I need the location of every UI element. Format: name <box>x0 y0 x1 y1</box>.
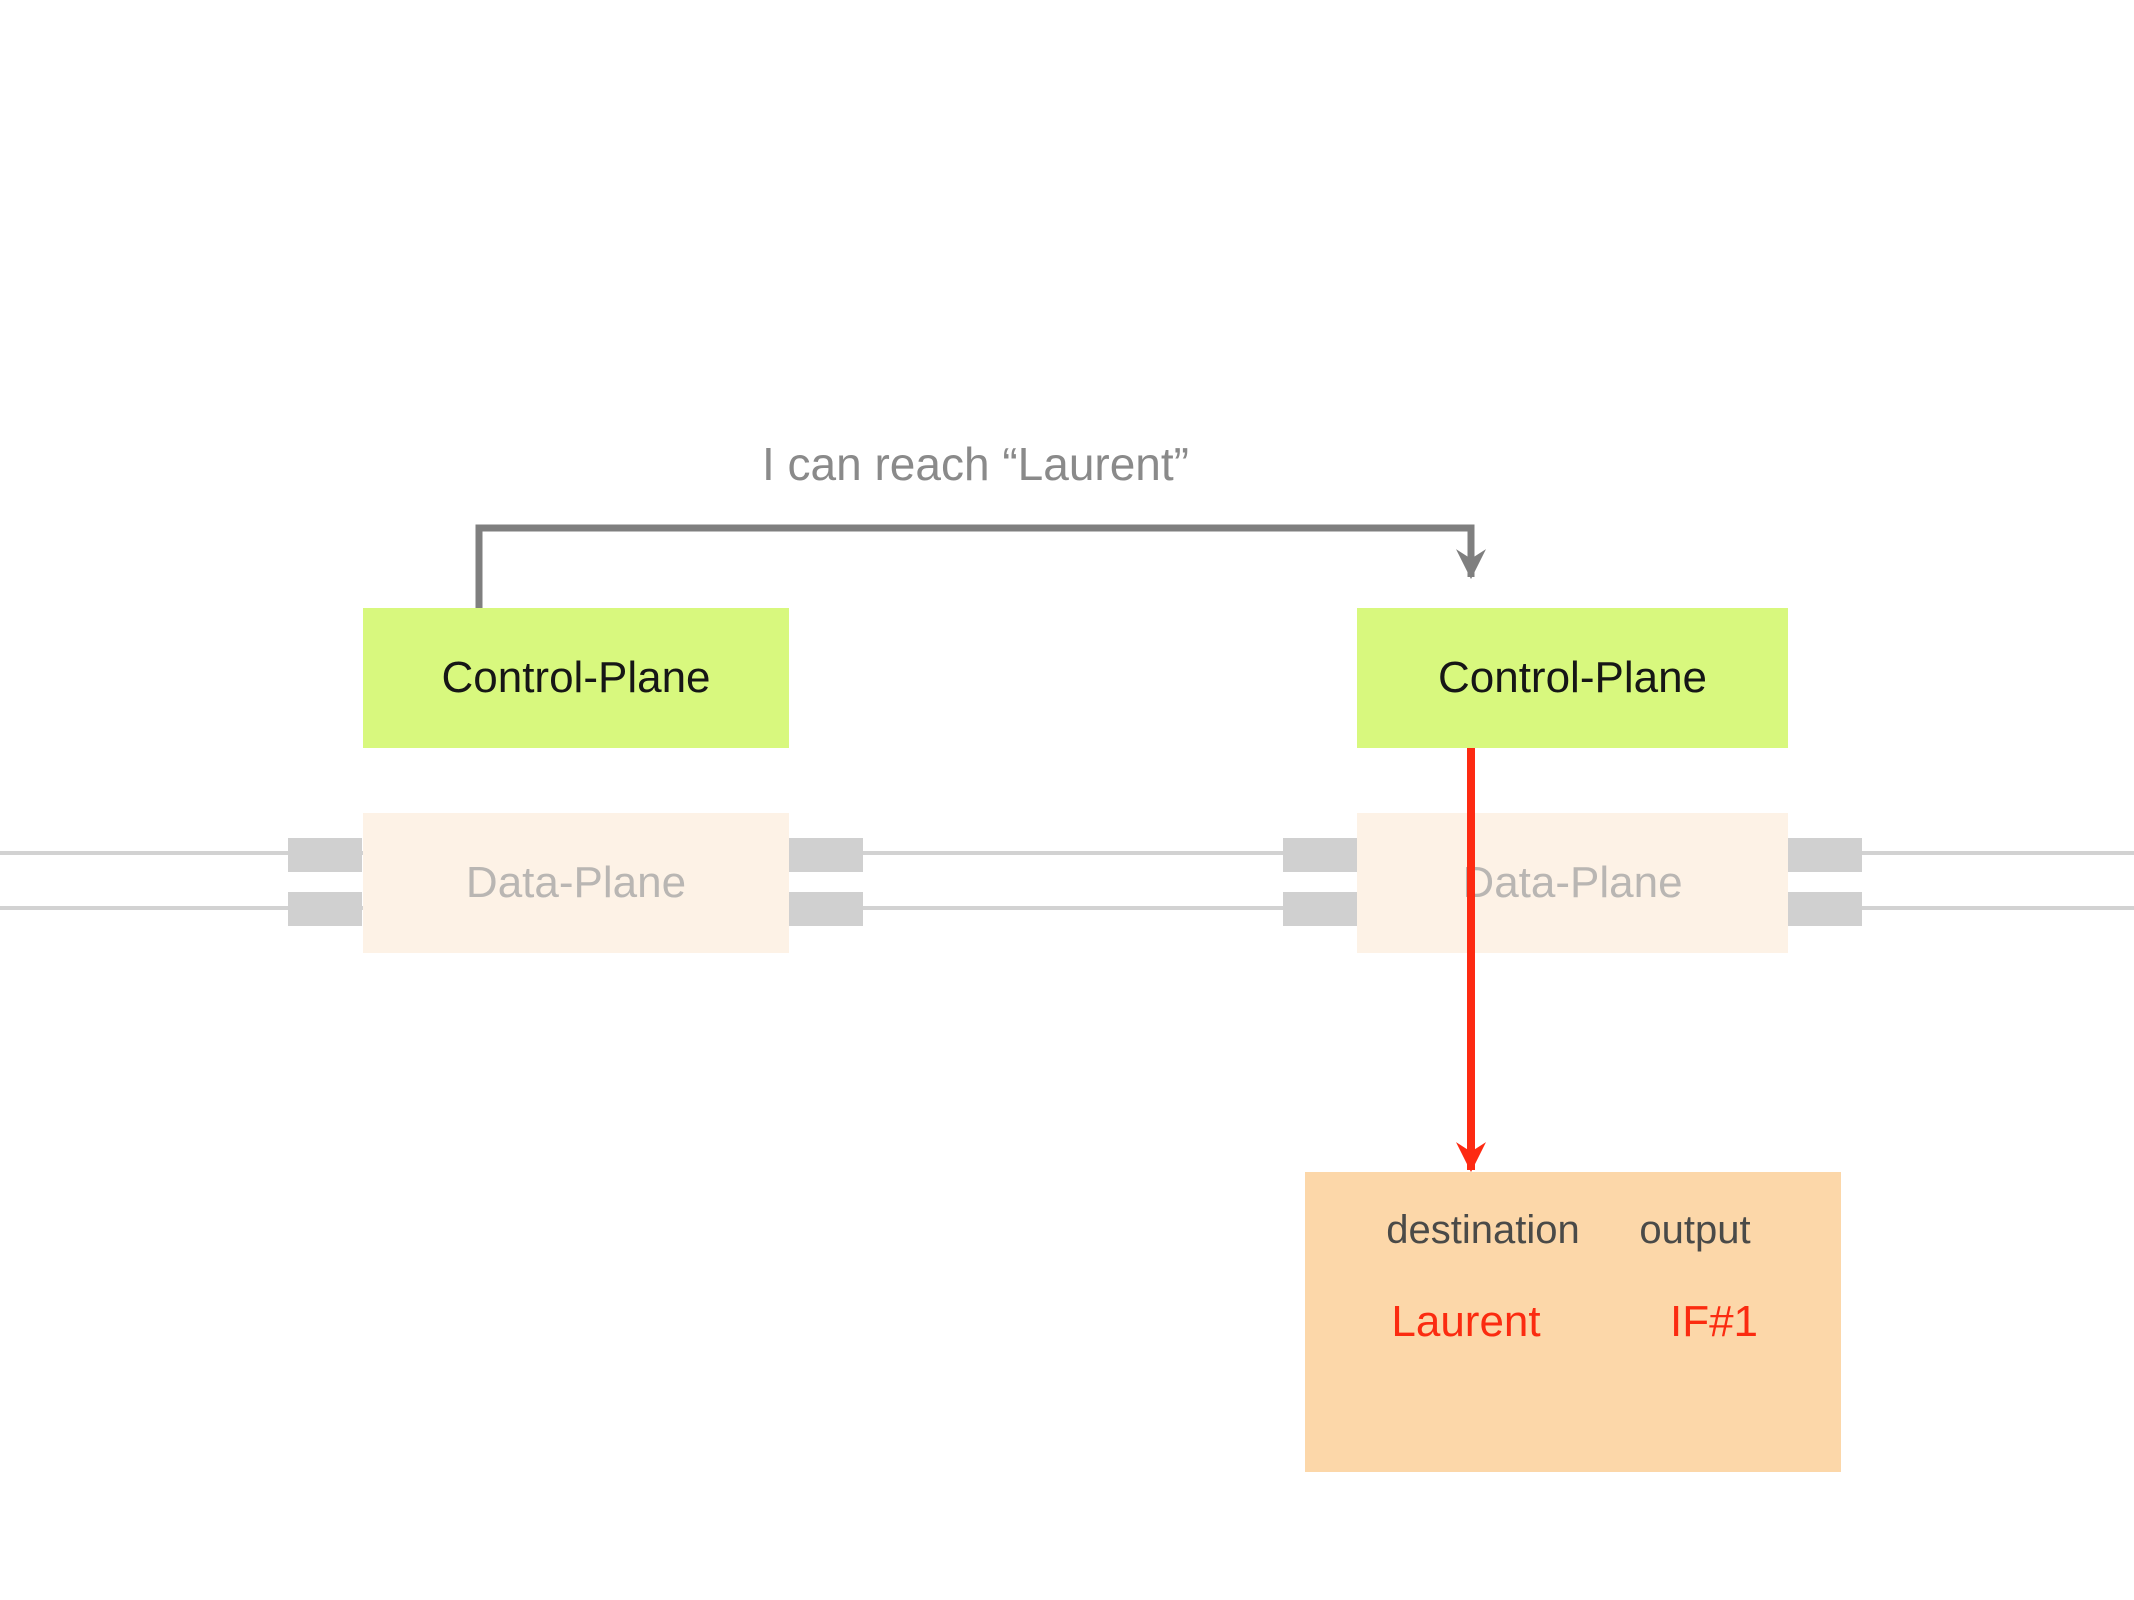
port-block <box>288 838 362 872</box>
port-block <box>789 838 863 872</box>
right-data-plane-label: Data-Plane <box>1462 858 1683 907</box>
port-block <box>1788 892 1862 926</box>
right-control-plane-label: Control-Plane <box>1437 653 1708 702</box>
left-control-plane-box: Control-Plane <box>363 608 789 748</box>
port-block <box>1283 892 1357 926</box>
announce-caption: I can reach “Laurent” <box>761 438 1189 490</box>
port-block <box>1788 838 1862 872</box>
routing-table: destination output Laurent IF#1 <box>1305 1172 1841 1472</box>
port-block <box>288 892 362 926</box>
routing-table-cell-destination: Laurent <box>1391 1297 1541 1346</box>
announce-arrow <box>475 524 1486 608</box>
port-block <box>1283 838 1357 872</box>
port-block <box>789 892 863 926</box>
network-wire-top <box>0 851 2134 855</box>
left-data-plane-label: Data-Plane <box>465 858 687 907</box>
network-wire-bottom <box>0 906 2134 910</box>
right-control-plane-box: Control-Plane <box>1357 608 1788 748</box>
routing-table-header-output: output <box>1639 1208 1751 1252</box>
left-control-plane-label: Control-Plane <box>441 653 711 702</box>
routing-table-header-destination: destination <box>1386 1208 1580 1252</box>
left-data-plane-box: Data-Plane <box>363 813 789 953</box>
routing-table-cell-output: IF#1 <box>1669 1297 1759 1346</box>
right-data-plane-box: Data-Plane <box>1357 813 1788 953</box>
